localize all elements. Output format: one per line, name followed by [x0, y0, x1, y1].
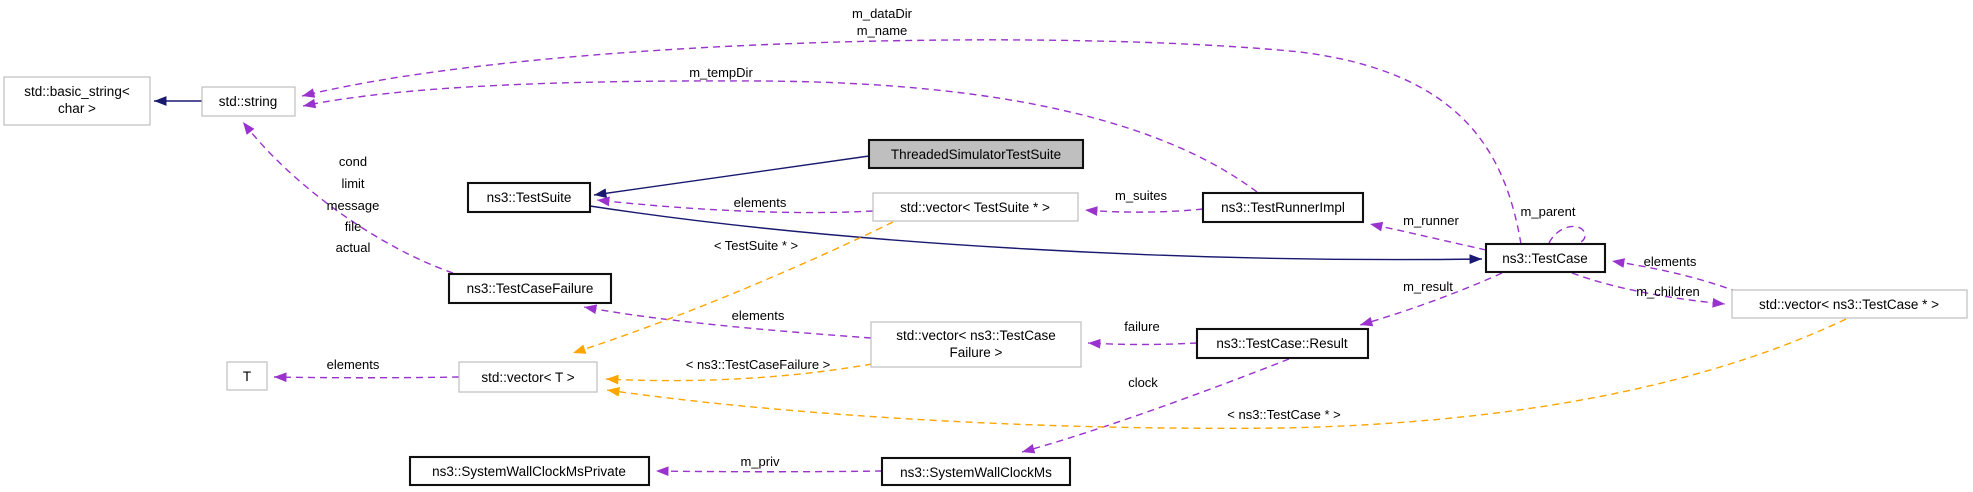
- node-box-std-vector-testsuite-ptr: [872, 192, 1079, 222]
- edge-m-tempdir: [302, 80, 1258, 193]
- edge-label-failure: failure: [1124, 319, 1159, 334]
- node-box-std-basic-string: [3, 76, 151, 126]
- edge-label-clock: clock: [1128, 375, 1158, 390]
- edge-label-message: message: [327, 198, 380, 213]
- edge-label-m-datadir: m_dataDir: [852, 6, 913, 21]
- edge-label-m-parent: m_parent: [1521, 204, 1576, 219]
- node-label-std-vector-testcase-ptr: std::vector< ns3::TestCase * >: [1759, 297, 1939, 312]
- node-label-ns3-testcase-result: ns3::TestCase::Result: [1216, 336, 1348, 351]
- node-threaded-simulator-test-suite[interactable]: ThreadedSimulatorTestSuite: [867, 138, 1085, 170]
- edge-m-suites: [1084, 206, 1204, 216]
- node-std-vector-testsuite-ptr[interactable]: std::vector< TestSuite * >: [872, 192, 1079, 222]
- node-ns3-testcasefailure[interactable]: ns3::TestCaseFailure: [447, 272, 613, 305]
- edge-m-priv: [655, 466, 883, 477]
- node-box-std-string: [201, 86, 296, 117]
- node-box-ns3-systemwallclockmsprivate: [408, 455, 651, 487]
- node-label-std-string: std::string: [219, 94, 278, 109]
- node-label-ns3-testrunnerimpl: ns3::TestRunnerImpl: [1221, 200, 1345, 215]
- node-label-std-basic-string-line2: char >: [58, 101, 96, 116]
- node-ns3-systemwallclockmsprivate[interactable]: ns3::SystemWallClockMsPrivate: [408, 455, 651, 487]
- edge-label-elements-failure: elements: [732, 308, 785, 323]
- edge-elements-t: [273, 372, 460, 383]
- edge-m-result: [1359, 272, 1503, 327]
- node-std-basic-string[interactable]: std::basic_string< char >: [3, 76, 151, 126]
- edge-label-m-name: m_name: [857, 23, 908, 38]
- node-ns3-testcase[interactable]: ns3::TestCase: [1484, 242, 1607, 274]
- node-ns3-systemwallclockms[interactable]: ns3::SystemWallClockMs: [880, 456, 1072, 487]
- edge-label-m-result: m_result: [1403, 279, 1453, 294]
- node-box-t: [226, 361, 268, 391]
- edge-label-m-priv: m_priv: [740, 454, 780, 469]
- edge-failure: [1087, 338, 1198, 349]
- node-box-std-vector-t: [458, 361, 598, 393]
- edge-clock: [1021, 358, 1290, 454]
- node-std-string[interactable]: std::string: [201, 86, 296, 117]
- node-t[interactable]: T: [226, 361, 268, 391]
- edge-label-cond: cond: [339, 154, 367, 169]
- edge-label-template-testsuite: < TestSuite * >: [714, 238, 798, 253]
- node-label-std-basic-string-line1: std::basic_string<: [24, 84, 130, 99]
- node-box-ns3-testsuite: [466, 181, 592, 214]
- edge-label-elements-testcase: elements: [1644, 254, 1697, 269]
- edge-label-elements-t: elements: [327, 357, 380, 372]
- node-ns3-testcase-result[interactable]: ns3::TestCase::Result: [1195, 327, 1370, 360]
- node-box-std-vector-testcase-ptr: [1731, 289, 1968, 319]
- node-box-ns3-testrunnerimpl: [1201, 191, 1365, 224]
- edge-template-testcase-ptr: [606, 318, 1847, 430]
- node-ns3-testrunnerimpl[interactable]: ns3::TestRunnerImpl: [1201, 191, 1365, 224]
- node-label-threaded-simulator-test-suite: ThreadedSimulatorTestSuite: [891, 147, 1061, 162]
- node-label-std-vector-testsuite-ptr: std::vector< TestSuite * >: [900, 200, 1050, 215]
- node-label-ns3-systemwallclockms: ns3::SystemWallClockMs: [900, 465, 1052, 480]
- node-box-ns3-testcase: [1484, 242, 1607, 274]
- node-std-vector-t[interactable]: std::vector< T >: [458, 361, 598, 393]
- node-std-vector-testcase-ptr[interactable]: std::vector< ns3::TestCase * >: [1731, 289, 1968, 319]
- node-std-vector-testcasefailure[interactable]: std::vector< ns3::TestCase Failure >: [870, 321, 1082, 368]
- edge-template-testcasefailure: [605, 363, 873, 385]
- edge-label-elements-testsuite: elements: [734, 195, 787, 210]
- node-label-std-vector-testcasefailure-line1: std::vector< ns3::TestCase: [896, 328, 1055, 343]
- edge-elements-testsuite: [596, 196, 874, 214]
- edge-testsuite-inherits-testcase: [589, 205, 1483, 265]
- node-label-ns3-testcase: ns3::TestCase: [1502, 251, 1588, 266]
- edge-elements-testcase: [1611, 258, 1739, 293]
- edge-label-template-failure: < ns3::TestCaseFailure >: [686, 357, 831, 372]
- node-label-t: T: [243, 369, 251, 384]
- node-label-ns3-testsuite: ns3::TestSuite: [487, 190, 572, 205]
- edge-label-m-tempdir: m_tempDir: [689, 65, 753, 80]
- edge-label-limit: limit: [341, 176, 364, 191]
- edge-label-m-children: m_children: [1636, 284, 1700, 299]
- node-label-std-vector-t: std::vector< T >: [481, 370, 574, 385]
- edge-label-file: file: [345, 219, 362, 234]
- edge-label-m-runner: m_runner: [1403, 213, 1459, 228]
- node-box-std-vector-testcasefailure: [870, 321, 1082, 368]
- node-box-ns3-testcase-result: [1195, 327, 1370, 360]
- node-label-std-vector-testcasefailure-line2: Failure >: [950, 345, 1003, 360]
- node-label-ns3-testcasefailure: ns3::TestCaseFailure: [467, 281, 594, 296]
- edge-label-actual: actual: [336, 240, 371, 255]
- edge-cond-limit-message-file-actual: [242, 121, 454, 274]
- node-box-ns3-systemwallclockms: [880, 456, 1072, 487]
- node-box-ns3-testcasefailure: [447, 272, 613, 305]
- node-ns3-testsuite[interactable]: ns3::TestSuite: [466, 181, 592, 214]
- node-box-threaded-simulator-test-suite: [867, 138, 1085, 170]
- edge-elements-testcasefailure: [583, 304, 872, 339]
- edge-label-template-testcase: < ns3::TestCase * >: [1227, 407, 1340, 422]
- edge-label-m-suites: m_suites: [1115, 188, 1168, 203]
- edge-template-testsuite-ptr: [572, 221, 894, 354]
- edge-threaded-inherits-testsuite: [593, 155, 870, 199]
- node-label-ns3-systemwallclockmsprivate: ns3::SystemWallClockMsPrivate: [432, 464, 626, 479]
- edge-m-children: [1571, 272, 1726, 308]
